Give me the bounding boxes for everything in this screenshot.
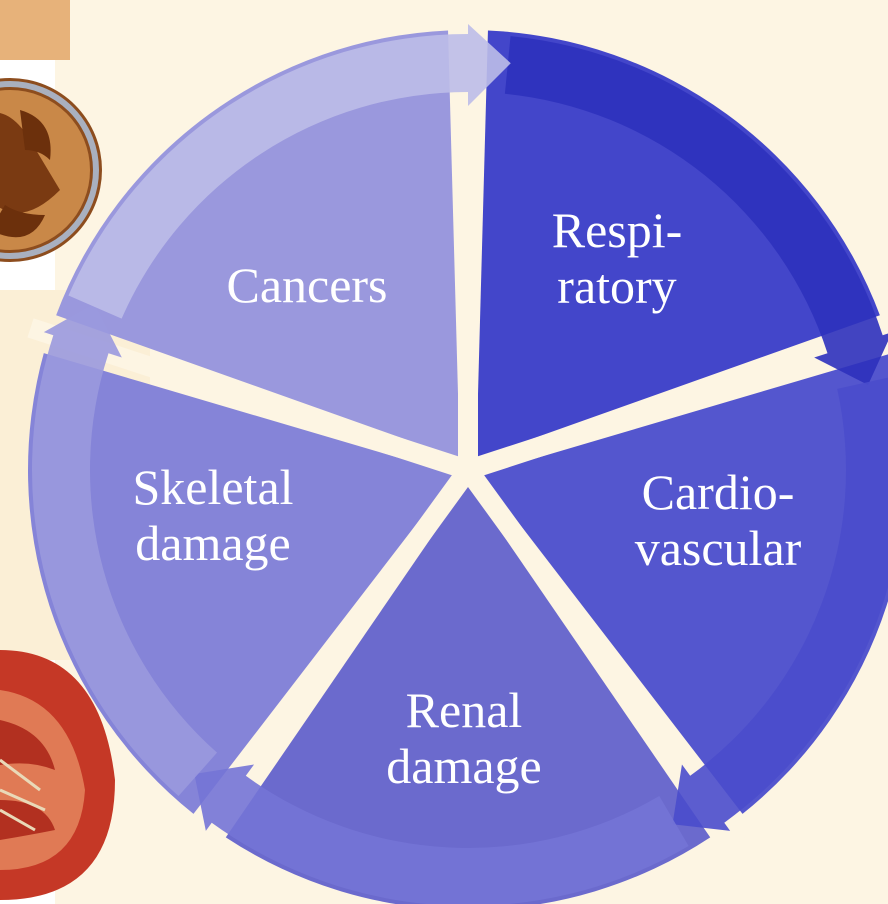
label-line: Cancers	[226, 257, 387, 313]
label-cancers: Cancers	[226, 257, 387, 313]
label-line: damage	[386, 738, 541, 794]
label-line: Respi-	[552, 202, 683, 258]
label-line: Renal	[406, 682, 523, 738]
label-line: Skeletal	[132, 459, 293, 515]
label-line: damage	[135, 515, 290, 571]
label-cardiovascular: Cardio-vascular	[635, 464, 802, 576]
label-line: Cardio-	[642, 464, 795, 520]
label-respiratory: Respi-ratory	[552, 202, 683, 314]
label-line: ratory	[557, 258, 676, 314]
label-line: vascular	[635, 520, 802, 576]
